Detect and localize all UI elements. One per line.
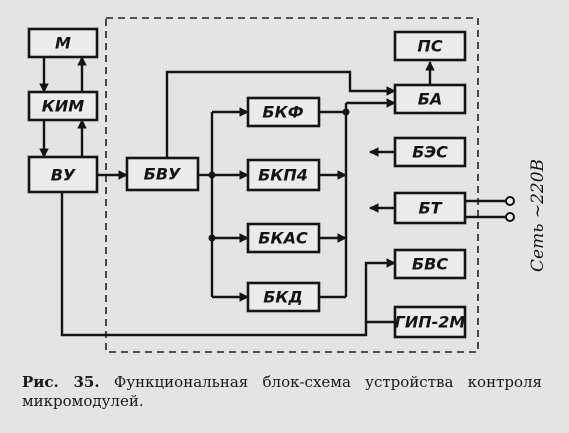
block-bkd: БКД (246, 281, 321, 313)
block-bkp4: БКП4 (246, 158, 321, 192)
block-bkas-label: БКАС (258, 229, 308, 248)
bus-node-2 (208, 234, 216, 242)
link-vu-gip (60, 192, 368, 337)
block-ba: БА (393, 83, 467, 115)
link-bvu-ba (165, 70, 396, 158)
block-ba-label: БА (418, 90, 443, 109)
mains-label: Сеть ~220В (528, 159, 548, 272)
block-bkf-label: БКФ (262, 103, 303, 122)
block-diagram: М КИМ ВУ БВУ БКФ БКП4 БКАС БКД (27, 17, 548, 353)
block-vu: ВУ (27, 155, 99, 194)
block-m: М (27, 27, 99, 59)
figure-caption: Рис. 35. Функциональная блок-схема устро… (22, 373, 542, 411)
block-bkas: БКАС (246, 222, 321, 254)
link-gip-bvs (364, 258, 396, 324)
mains-terminal-2 (505, 212, 515, 222)
block-bvu-label: БВУ (144, 165, 181, 184)
block-bt-label: БТ (418, 199, 442, 218)
block-bes-label: БЭС (412, 143, 448, 162)
figure-number: Рис. 35. (22, 373, 100, 391)
block-vu-label: ВУ (51, 166, 76, 185)
block-bt: БТ (393, 191, 467, 225)
block-bes: БЭС (393, 136, 467, 168)
figure-caption-text: Функциональная блок-схема устройства кон… (22, 373, 542, 410)
block-bvs-label: БВС (412, 255, 448, 274)
block-bkf: БКФ (246, 96, 321, 128)
block-ps: ПС (393, 30, 467, 62)
block-bvs: БВС (393, 248, 467, 280)
device-boundary (105, 17, 479, 353)
block-ps-label: ПС (417, 37, 442, 56)
bus-right-node (342, 108, 350, 116)
bus-node-1 (208, 171, 216, 179)
block-bkp4-label: БКП4 (258, 166, 308, 185)
block-kim-label: КИМ (42, 97, 84, 116)
block-bvu: БВУ (125, 156, 200, 192)
block-gip-2m: ГИП-2М (393, 305, 467, 339)
mains-terminal-1 (505, 196, 515, 206)
block-bkd-label: БКД (263, 288, 303, 307)
block-gip-2m-label: ГИП-2М (395, 313, 466, 332)
block-kim: КИМ (27, 90, 99, 122)
block-m-label: М (55, 34, 71, 53)
